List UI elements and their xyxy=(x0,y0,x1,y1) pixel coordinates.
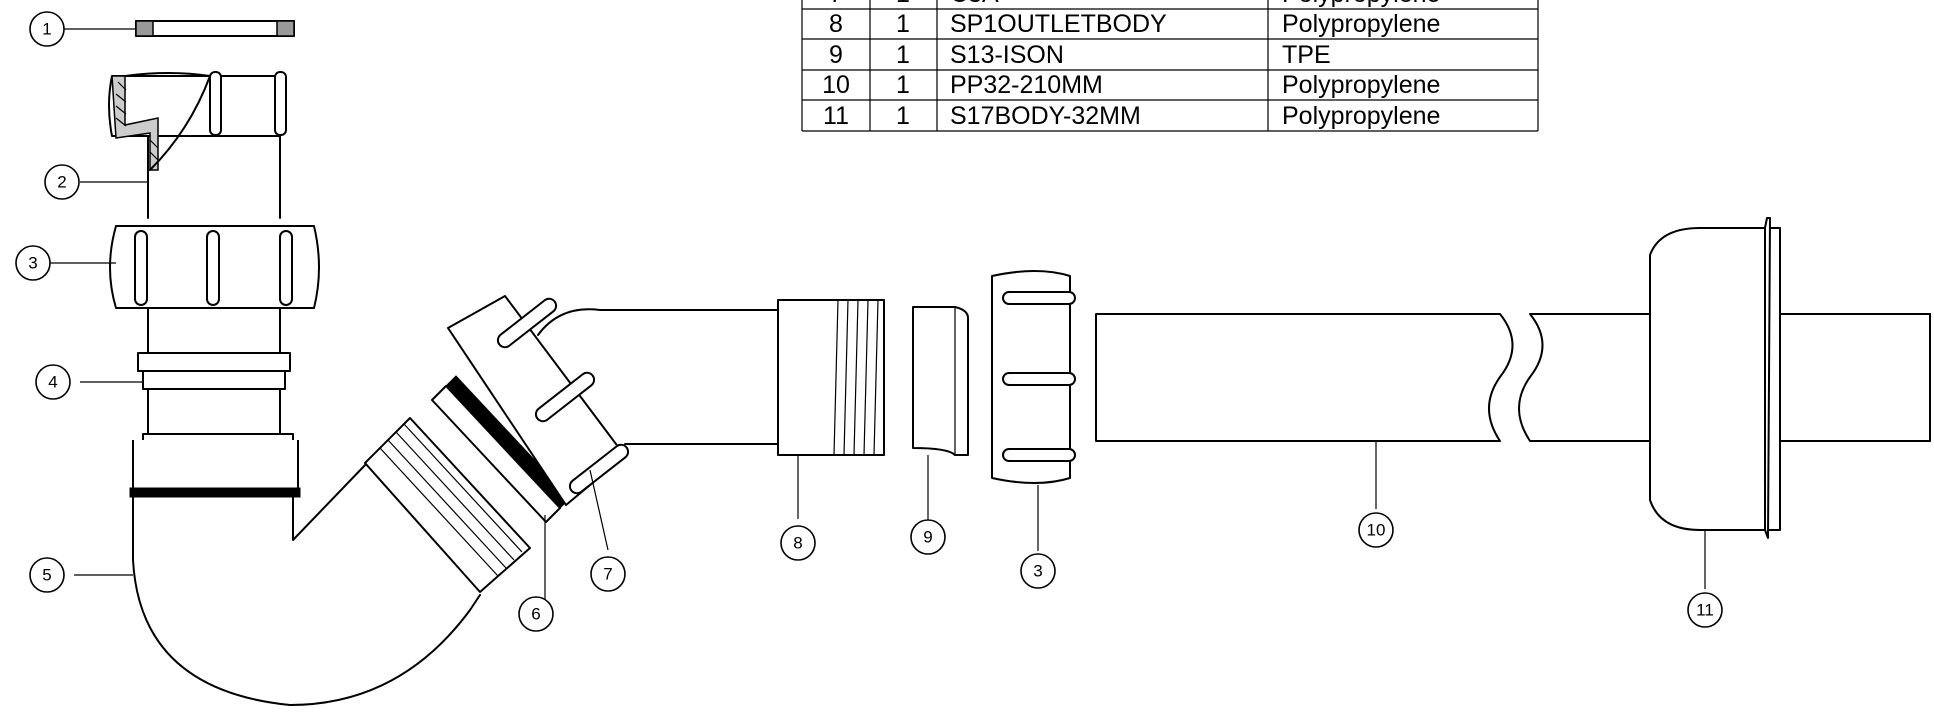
svg-text:5: 5 xyxy=(42,566,51,585)
parts-table-cell-qty: 1 xyxy=(896,41,910,69)
parts-table-grid xyxy=(801,0,1539,132)
parts-table: 71C3APolypropylene81SP1OUTLETBODYPolypro… xyxy=(801,0,1539,132)
parts-table-cell-qty: 1 xyxy=(896,71,910,99)
part-3-compression-nut xyxy=(109,225,320,353)
parts-table-cell-material: Polypropylene xyxy=(1282,0,1440,8)
part-6-seal xyxy=(431,375,571,523)
part-7-angled-nut xyxy=(447,295,630,506)
parts-table-cell-material: Polypropylene xyxy=(1282,71,1440,99)
part-8-outlet-body xyxy=(537,299,885,456)
callout-2: 2 xyxy=(44,164,80,200)
svg-text:6: 6 xyxy=(531,605,540,624)
callouts: 1 2 3 4 5 6 7 8 xyxy=(15,11,1723,632)
svg-text:7: 7 xyxy=(603,565,612,584)
parts-table-cell-item: 7 xyxy=(829,0,843,8)
parts-table-cell-part: C3A xyxy=(950,0,999,8)
parts-table-cell-material: TPE xyxy=(1282,41,1331,69)
callout-7: 7 xyxy=(590,556,626,592)
callout-11: 11 xyxy=(1687,592,1723,628)
parts-table-cell-material: Polypropylene xyxy=(1282,10,1440,38)
callout-8: 8 xyxy=(780,525,816,561)
parts-table-cell-qty: 1 xyxy=(896,0,910,8)
callout-10: 10 xyxy=(1358,512,1394,548)
parts-table-cell-qty: 1 xyxy=(896,102,910,130)
callout-1: 1 xyxy=(29,11,65,47)
parts-table-cell-material: Polypropylene xyxy=(1282,102,1440,130)
svg-text:3: 3 xyxy=(28,254,37,273)
parts-table-cell-item: 9 xyxy=(829,41,843,69)
parts-table-cell-item: 10 xyxy=(822,71,850,99)
svg-text:4: 4 xyxy=(48,373,57,392)
part-4-ring xyxy=(137,352,291,435)
part-1-washer xyxy=(135,20,295,37)
parts-table-row: 10 1 PP32-210MM Polypropylene xyxy=(822,71,1440,99)
callout-6: 6 xyxy=(518,596,554,632)
callout-9: 9 xyxy=(910,519,946,555)
parts-table-row: 7 1 C3A Polypropylene xyxy=(829,0,1440,8)
parts-table-cell-item: 11 xyxy=(823,102,849,130)
parts-table-cell-part: PP32-210MM xyxy=(950,71,1103,99)
svg-text:8: 8 xyxy=(793,534,802,553)
parts-table-cell-part: S17BODY-32MM xyxy=(950,102,1141,130)
part-10-pipe xyxy=(1095,313,1931,442)
callout-5: 5 xyxy=(29,557,65,593)
parts-table-row: 9 1 S13-ISON TPE xyxy=(829,41,1331,69)
part-9-seal xyxy=(912,306,969,456)
parts-table-row: 8 1 SP1OUTLETBODY Polypropylene xyxy=(829,10,1440,38)
part-11-body xyxy=(1649,217,1781,539)
callout-3: 3 xyxy=(15,245,51,281)
parts-table-cell-part: SP1OUTLETBODY xyxy=(950,10,1167,38)
parts-table-cell-qty: 1 xyxy=(896,10,910,38)
svg-text:10: 10 xyxy=(1367,521,1386,540)
svg-text:2: 2 xyxy=(57,173,66,192)
parts-table-cell-item: 8 xyxy=(829,10,843,38)
svg-text:1: 1 xyxy=(42,20,51,39)
part-5-trap-body xyxy=(129,417,531,706)
part-3-compression-nut-2 xyxy=(991,270,1076,484)
svg-text:11: 11 xyxy=(1696,601,1714,620)
part-2-compression-nut xyxy=(108,71,287,219)
svg-text:9: 9 xyxy=(923,528,932,547)
svg-text:3: 3 xyxy=(1033,562,1042,581)
parts-table-cell-part: S13-ISON xyxy=(950,41,1064,69)
callout-leaders xyxy=(50,28,1706,599)
callout-3b: 3 xyxy=(1020,553,1056,589)
callout-4: 4 xyxy=(35,364,71,400)
